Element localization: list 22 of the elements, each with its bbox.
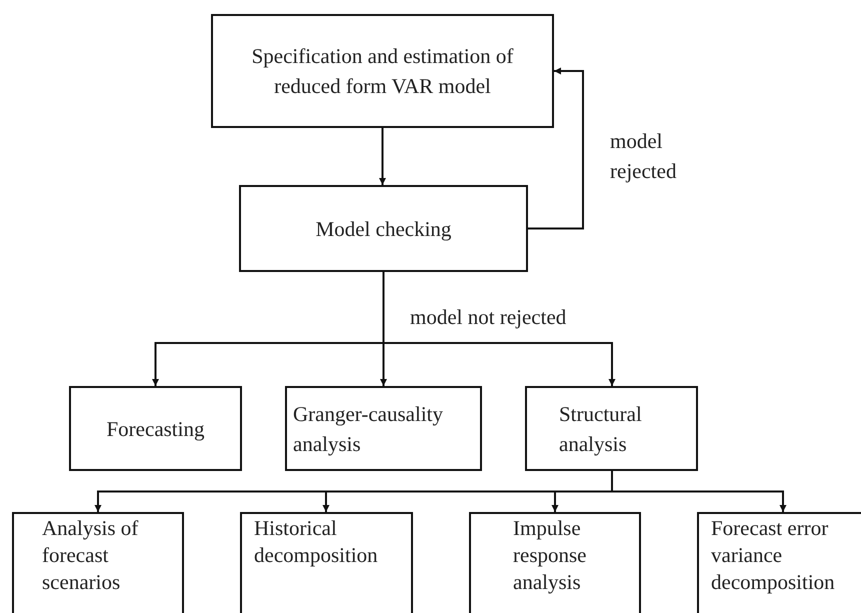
box-text: Historical decomposition [253,515,379,569]
process-box [69,386,242,471]
box-text: Forecast error variance decomposition [710,515,836,596]
arrow [611,471,786,512]
arrow [379,128,386,185]
process-box [697,512,861,613]
process-box [239,185,528,272]
arrow [528,68,584,230]
box-text: Forecasting [106,416,206,442]
process-box [12,512,184,613]
process-box [469,512,641,613]
box-text: Structural analysis [558,400,643,458]
box-text: Granger-causality analysis [292,400,444,458]
process-box [285,386,482,471]
box-text: Analysis of forecast scenarios [41,515,140,596]
box-text: Impulse response analysis [512,515,588,596]
arrow [382,272,616,386]
box-text: Specification and estimation of reduced form VAR model [250,43,514,100]
process-box [525,386,698,471]
box-text: Model checking [314,216,452,242]
process-box [240,512,413,613]
process-box [211,14,554,128]
